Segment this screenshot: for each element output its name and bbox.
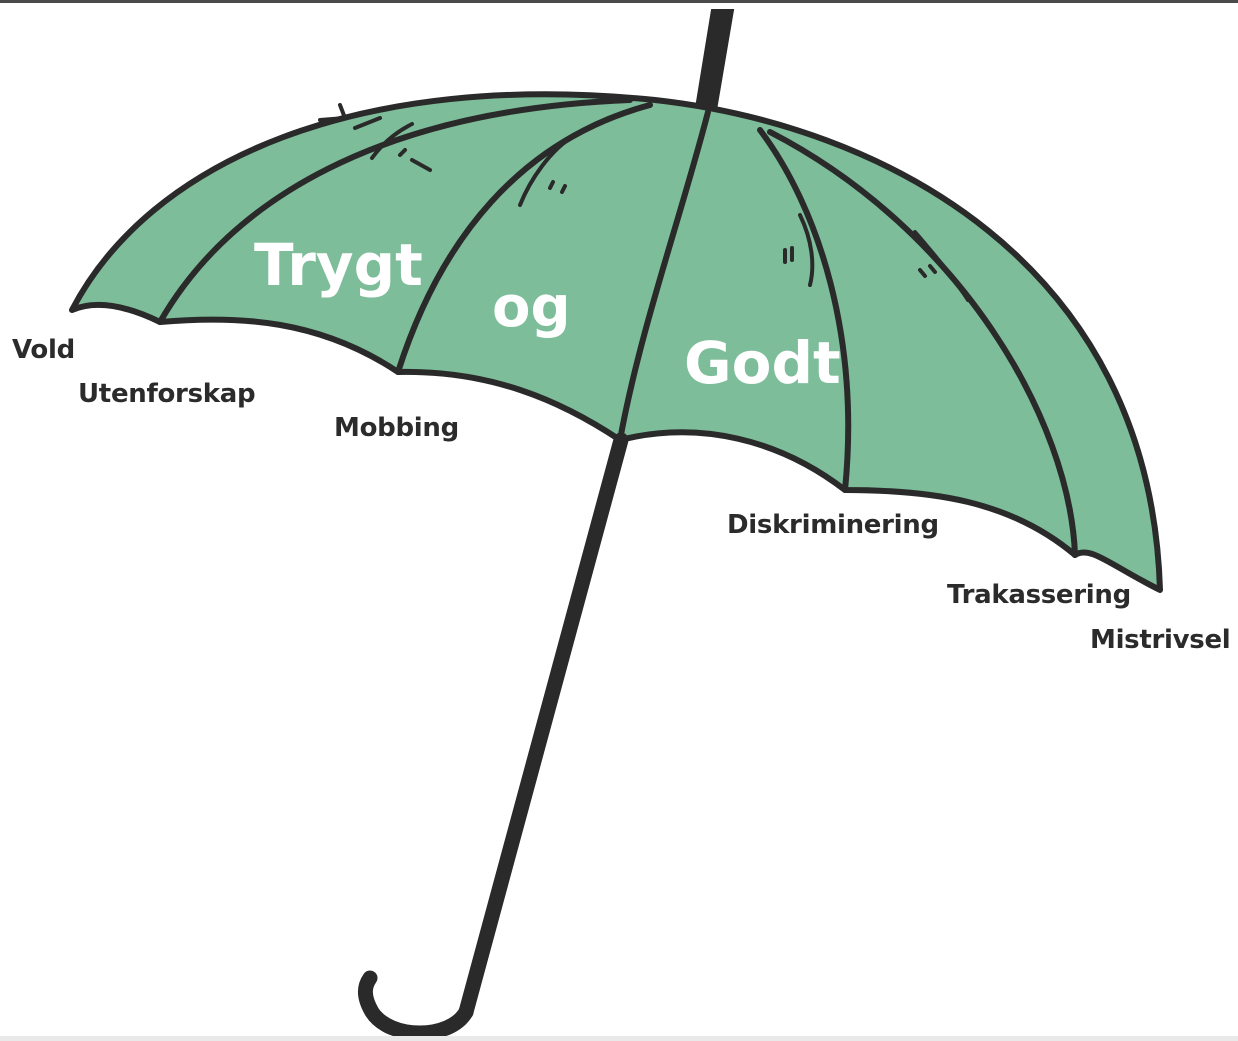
canopy-word-og: og [492,275,571,340]
rib-4 [757,127,852,493]
risk-label-diskriminering: Diskriminering [727,510,939,540]
bottom-border [0,1036,1238,1041]
rib-5 [767,129,1078,558]
umbrella-handle [357,970,474,1041]
canopy-word-trygt: Trygt [254,231,423,299]
umbrella-canopy [69,91,1163,593]
umbrella-shaft [458,432,629,1020]
risk-label-mistrivsel: Mistrivsel [1090,625,1231,655]
canopy-word-godt: Godt [684,329,841,397]
canopy-highlights [318,103,970,302]
rib-3 [617,109,711,443]
risk-label-vold: Vold [12,335,75,365]
umbrella-tip [694,9,735,112]
rib-2 [395,102,653,375]
risk-label-utenforskap: Utenforskap [78,379,256,409]
rib-1 [157,97,633,325]
top-border [0,0,1238,3]
risk-label-mobbing: Mobbing [334,413,459,443]
canopy-ribs [157,97,1078,558]
risk-label-trakassering: Trakassering [947,580,1131,610]
